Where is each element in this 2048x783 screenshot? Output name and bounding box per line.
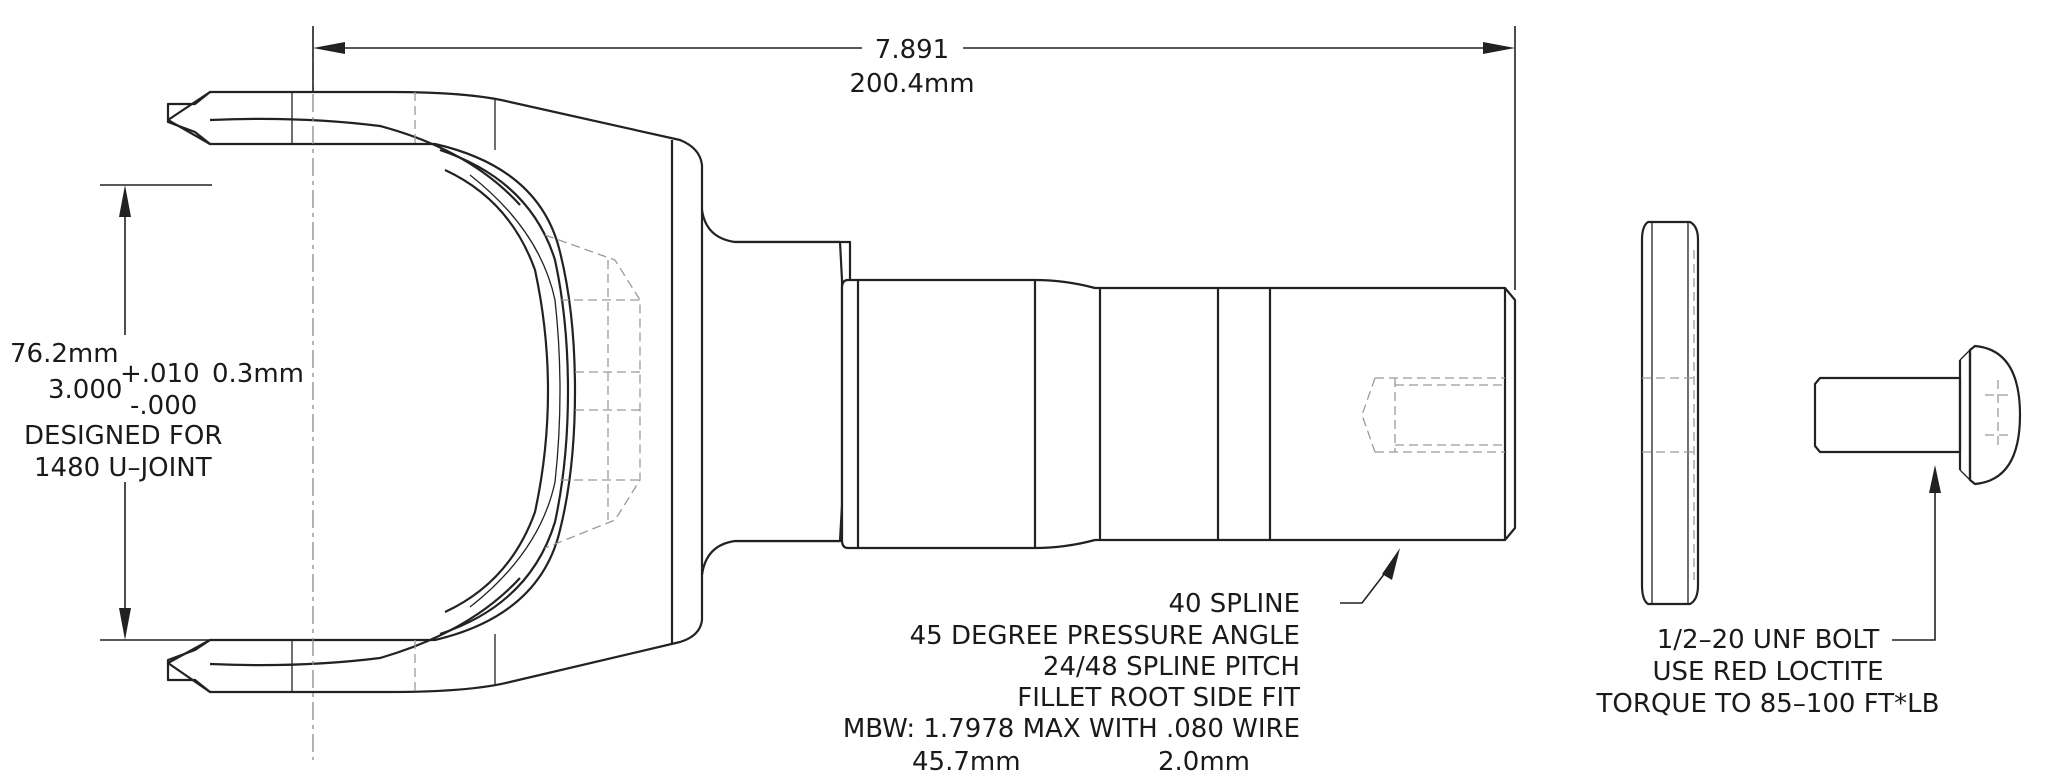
spline-note-line4: FILLET ROOT SIDE FIT: [1017, 683, 1300, 713]
bolt-note-line2: USE RED LOCTITE: [1652, 657, 1883, 687]
yoke-shaft: [735, 240, 1517, 550]
overall-length-mm: 200.4mm: [849, 69, 974, 99]
washer-part: [1640, 220, 1700, 606]
ear-opening-tol-plus: +.010: [120, 359, 200, 389]
ear-opening-note-line2: 1480 U–JOINT: [34, 453, 212, 483]
bolt-note-line1: 1/2–20 UNF BOLT: [1657, 625, 1880, 655]
overall-length-dimension: 7.891 200.4mm: [312, 26, 1516, 290]
spline-callout: 40 SPLINE 45 DEGREE PRESSURE ANGLE 24/48…: [843, 548, 1400, 777]
yoke-body: [166, 90, 852, 694]
bolt-part: [1813, 344, 2022, 486]
spline-note-line1: 40 SPLINE: [1168, 589, 1300, 619]
spline-note-line2: 45 DEGREE PRESSURE ANGLE: [910, 621, 1300, 651]
ear-opening-note-line1: DESIGNED FOR: [24, 421, 222, 451]
ear-opening-mm: 76.2mm: [10, 339, 119, 369]
spline-note-line5: MBW: 1.7978 MAX WITH .080 WIRE: [843, 714, 1300, 744]
ear-opening-tol-mm: 0.3mm: [212, 359, 304, 389]
ear-opening-dimension: 76.2mm 3.000 +.010 -.000 0.3mm DESIGNED …: [10, 184, 304, 641]
spline-note-line3: 24/48 SPLINE PITCH: [1043, 652, 1300, 682]
ear-opening-tol-minus: -.000: [130, 391, 197, 421]
ear-opening-inch: 3.000: [48, 375, 122, 405]
bolt-callout: 1/2–20 UNF BOLT USE RED LOCTITE TORQUE T…: [1596, 465, 1941, 719]
spline-wire-mm: 2.0mm: [1158, 747, 1250, 777]
overall-length-inch: 7.891: [875, 35, 949, 65]
spline-mbw-mm: 45.7mm: [912, 747, 1021, 777]
bolt-note-line3: TORQUE TO 85–100 FT*LB: [1596, 689, 1940, 719]
